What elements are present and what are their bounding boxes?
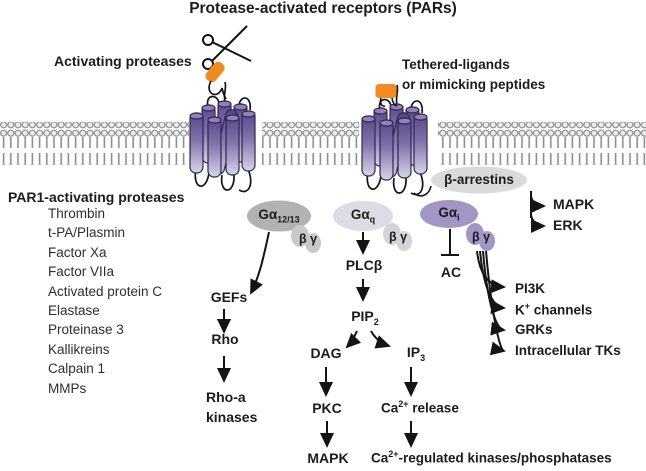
cleaved-ligand-orange bbox=[205, 61, 225, 83]
tethered-ligand-orange bbox=[375, 84, 397, 98]
plasma-membrane bbox=[0, 122, 646, 165]
ac-label: AC bbox=[440, 264, 462, 280]
plcb-label: PLCβ bbox=[345, 257, 383, 273]
beta-arrestin-blob bbox=[431, 166, 527, 194]
par1-protease-list: Thrombin t-PA/Plasmin Factor Xa Factor V… bbox=[48, 206, 162, 400]
ip3-label: IP3 bbox=[406, 344, 426, 363]
g-alpha-q-label: Gαq bbox=[350, 207, 376, 225]
list-item: MMPs bbox=[48, 380, 87, 396]
k-channels-label: K+ channels bbox=[515, 301, 593, 318]
list-item: Factor Xa bbox=[48, 244, 107, 260]
c-tail-hook bbox=[413, 185, 432, 197]
list-item: Thrombin bbox=[48, 206, 106, 221]
mapk-bottom-label: MAPK bbox=[307, 450, 349, 466]
activating-proteases-label: Activating proteases bbox=[54, 53, 192, 69]
ca-release-label: Ca2+ release bbox=[381, 399, 459, 416]
ca-regulated-label: Ca2+-regulated kinases/phosphatases bbox=[371, 449, 612, 466]
pip2-label: PIP2 bbox=[351, 308, 379, 327]
beta-gamma-label: β γ bbox=[471, 230, 491, 244]
erk-label: ERK bbox=[553, 217, 583, 233]
pathway-arrows bbox=[217, 191, 546, 448]
par-receptor-right bbox=[361, 84, 428, 196]
list-item: Proteinase 3 bbox=[48, 322, 124, 338]
tethered-ligands-label: Tethered-ligands or mimicking peptides bbox=[402, 57, 546, 93]
beta-gamma-label: β γ bbox=[388, 230, 408, 244]
rho-a-kinases-label: Rho-a kinases bbox=[206, 389, 258, 426]
g-alpha-12-13-label: Gα12/13 bbox=[258, 207, 300, 225]
beta-gamma-label: β γ bbox=[298, 232, 318, 246]
list-item: t-PA/Plasmin bbox=[48, 225, 126, 241]
ligand-links bbox=[379, 97, 398, 107]
mapk-label: MAPK bbox=[553, 196, 595, 212]
list-item: Kallikreins bbox=[48, 341, 110, 357]
list-item: Calpain 1 bbox=[48, 361, 106, 377]
grks-label: GRKs bbox=[515, 322, 553, 337]
par-receptor-left bbox=[189, 81, 256, 193]
beta-arrestins-label: β-arrestins bbox=[444, 172, 514, 187]
g-protein-blobs bbox=[247, 200, 495, 253]
rho-label: Rho bbox=[211, 331, 239, 347]
g-alpha-i-label: Gαi bbox=[438, 205, 460, 223]
n-terminus-tail bbox=[208, 80, 227, 100]
par1-proteases-header: PAR1-activating proteases bbox=[8, 189, 185, 205]
diagram-title: Protease-activated receptors (PARs) bbox=[189, 0, 457, 17]
pi3k-label: PI3K bbox=[515, 281, 546, 296]
list-item: Activated protein C bbox=[48, 283, 163, 299]
intracellular-tks-label: Intracellular TKs bbox=[515, 343, 621, 358]
gefs-label: GEFs bbox=[210, 289, 248, 305]
pkc-label: PKC bbox=[312, 400, 342, 416]
list-item: Elastase bbox=[48, 302, 100, 318]
scissors-icon bbox=[202, 25, 252, 70]
list-item: Factor VIIa bbox=[48, 264, 115, 280]
dag-label: DAG bbox=[310, 345, 342, 361]
